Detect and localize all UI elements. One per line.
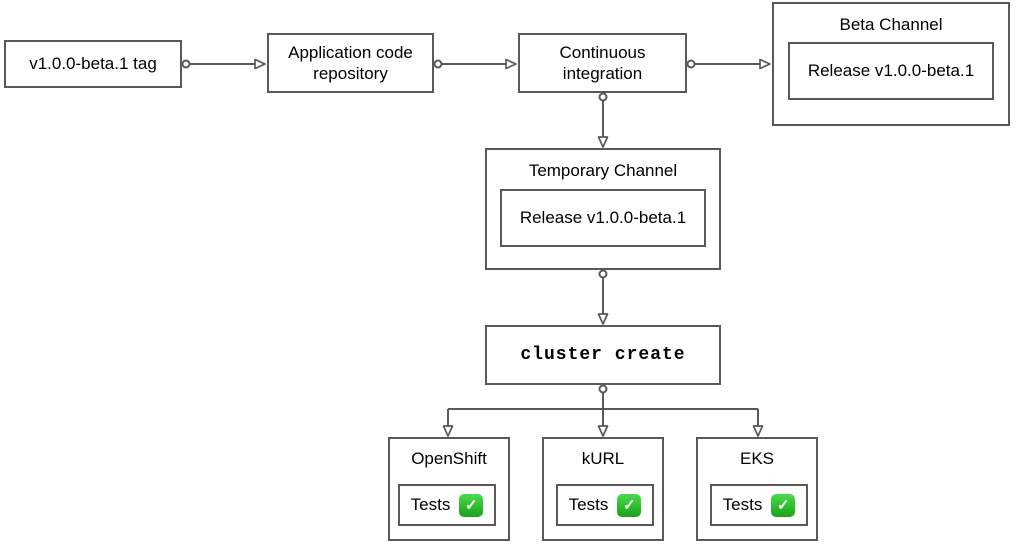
node-app-code-repository-label: Application code repository: [288, 42, 413, 83]
node-openshift: OpenShift Tests ✓: [388, 437, 510, 541]
beta-channel-release-box: Release v1.0.0-beta.1: [788, 42, 994, 100]
connector-tag-to-repo: [181, 58, 266, 70]
check-mark-icon: ✓: [617, 493, 642, 517]
connector-ci-to-beta-channel: [686, 58, 771, 70]
connector-temporary-channel-to-cluster-create: [597, 269, 609, 325]
connector-cluster-create-to-clusters: [442, 384, 764, 437]
beta-channel-title: Beta Channel: [839, 15, 943, 34]
temporary-channel-title: Temporary Channel: [528, 161, 678, 180]
kurl-title: kURL: [581, 449, 625, 468]
openshift-tests-box: Tests ✓: [398, 484, 496, 526]
connector-repo-to-ci: [433, 58, 517, 70]
openshift-title: OpenShift: [411, 449, 487, 468]
kurl-tests-label: Tests: [568, 495, 609, 514]
eks-title: EKS: [739, 449, 775, 468]
openshift-tests-label: Tests: [410, 495, 451, 514]
node-eks: EKS Tests ✓: [696, 437, 818, 541]
node-version-tag: v1.0.0-beta.1 tag: [4, 40, 182, 88]
connector-ci-to-temporary-channel: [597, 92, 609, 148]
beta-channel-release-label: Release v1.0.0-beta.1: [807, 61, 975, 80]
temporary-channel-release-box: Release v1.0.0-beta.1: [500, 189, 706, 247]
node-continuous-integration-label: Continuous integration: [559, 42, 646, 83]
node-cluster-create: cluster create: [485, 325, 721, 385]
node-kurl: kURL Tests ✓: [542, 437, 664, 541]
node-temporary-channel: Temporary Channel Release v1.0.0-beta.1: [485, 148, 721, 270]
node-cluster-create-label: cluster create: [520, 344, 686, 365]
node-version-tag-label: v1.0.0-beta.1 tag: [29, 54, 157, 74]
eks-tests-box: Tests ✓: [710, 484, 808, 526]
kurl-tests-box: Tests ✓: [556, 484, 654, 526]
check-mark-icon: ✓: [771, 493, 796, 517]
node-beta-channel: Beta Channel Release v1.0.0-beta.1: [772, 2, 1010, 126]
node-continuous-integration: Continuous integration: [518, 33, 687, 93]
eks-tests-label: Tests: [722, 495, 763, 514]
temporary-channel-release-label: Release v1.0.0-beta.1: [519, 208, 687, 227]
node-app-code-repository: Application code repository: [267, 33, 434, 93]
check-mark-icon: ✓: [459, 493, 484, 517]
